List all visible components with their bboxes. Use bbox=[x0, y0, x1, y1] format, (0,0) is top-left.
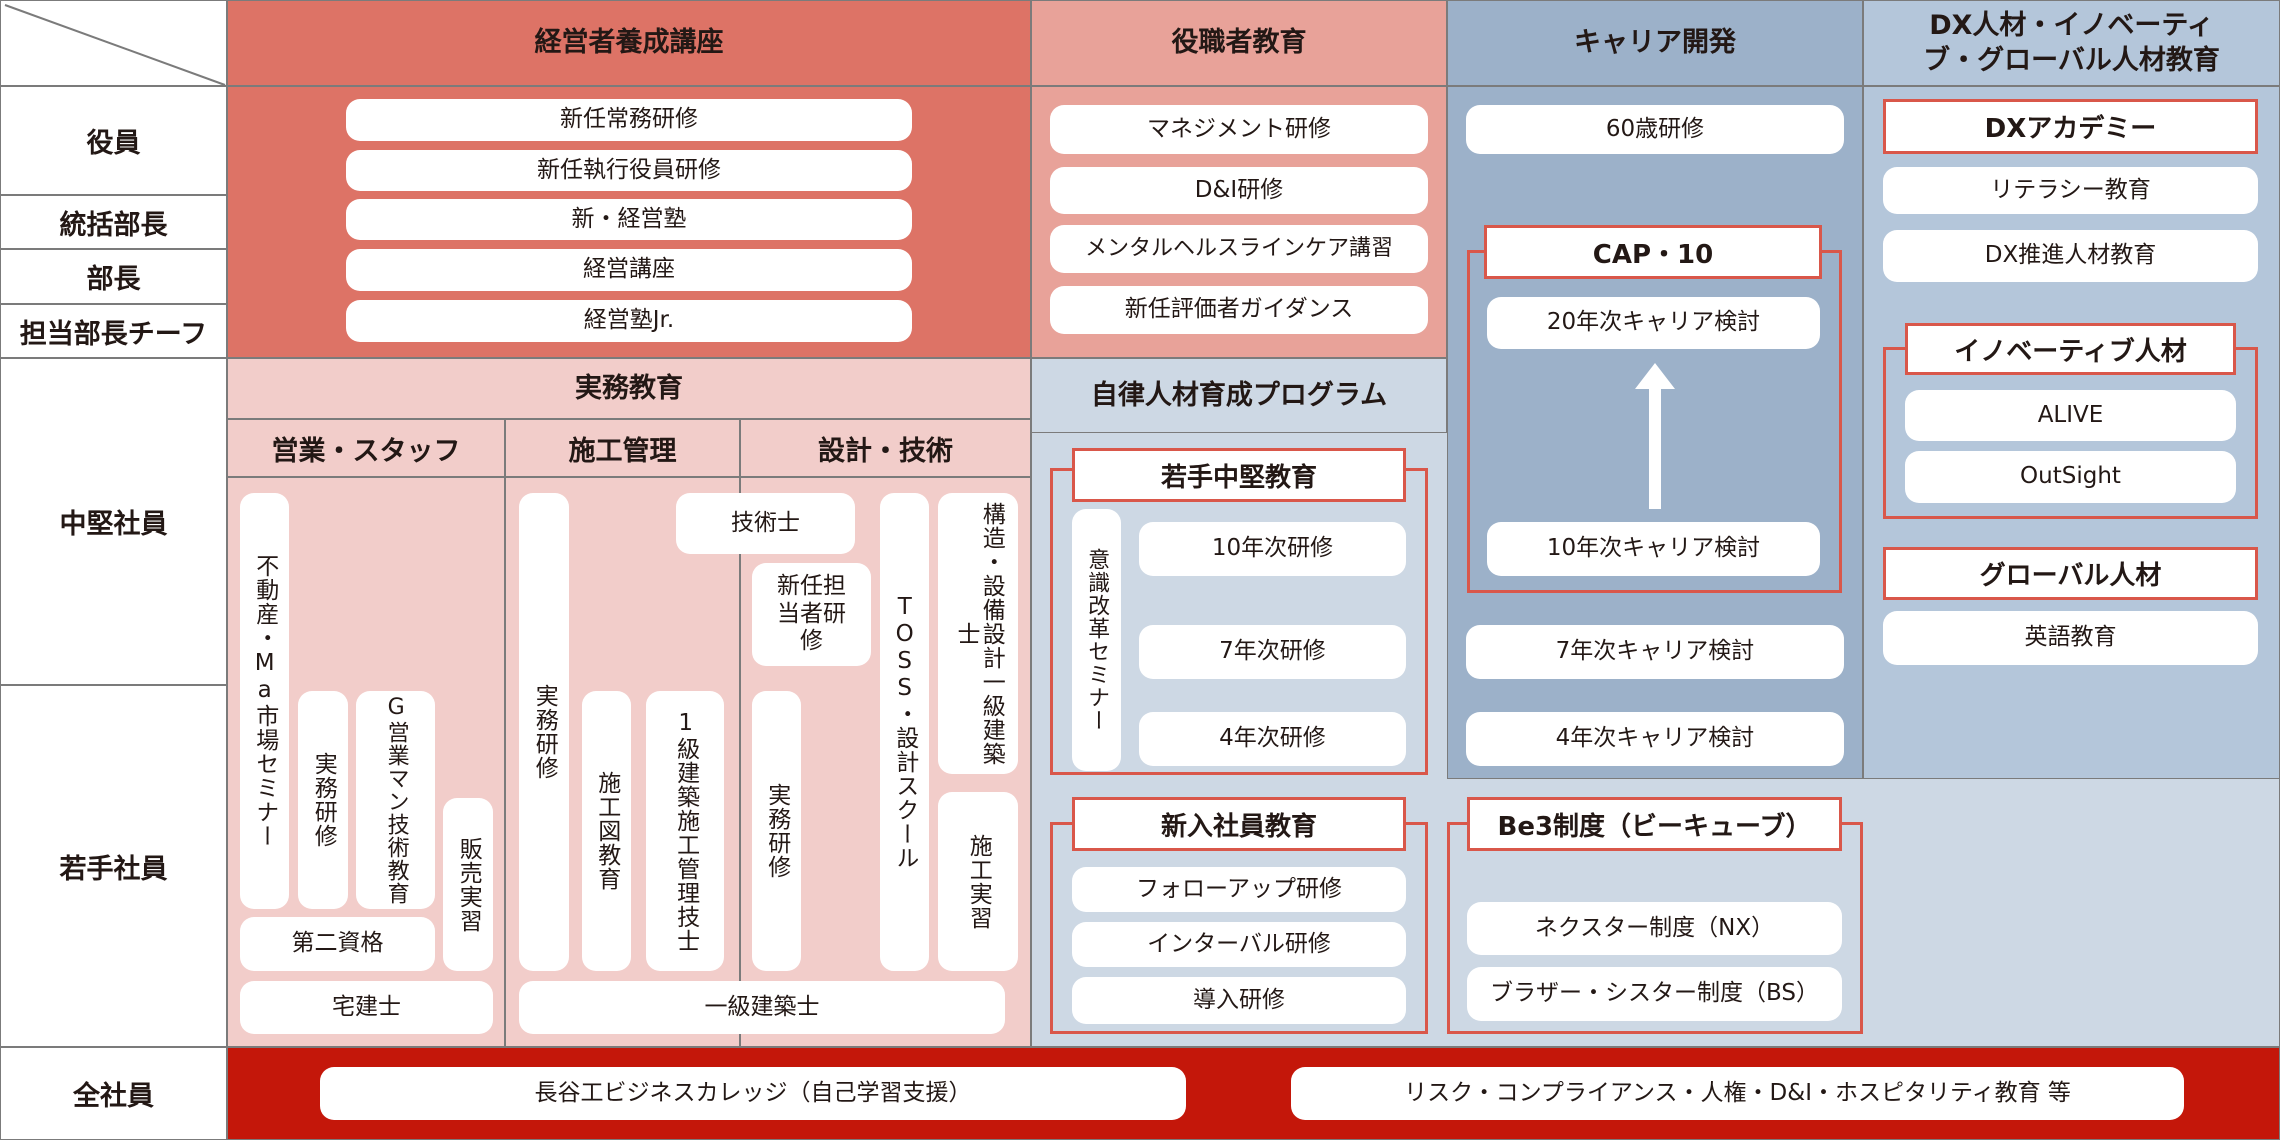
keiei-item[interactable]: 経営講座 bbox=[346, 249, 912, 291]
sekkei-toss[interactable]: TOSS・設計スクール bbox=[880, 493, 929, 971]
diagonal-line bbox=[4, 4, 226, 86]
sekou-1kyu[interactable]: 1級建築施工管理技士 bbox=[646, 691, 724, 971]
sales-takken[interactable]: 宅建士 bbox=[240, 981, 493, 1034]
yakushoku-item[interactable]: マネジメント研修 bbox=[1050, 105, 1428, 154]
up-arrow-icon bbox=[1635, 363, 1675, 509]
business-college[interactable]: 長谷工ビジネスカレッジ（自己学習支援） bbox=[320, 1067, 1186, 1120]
row-zensha: 全社員 bbox=[0, 1047, 227, 1140]
sekou-zu[interactable]: 施工図教育 bbox=[582, 691, 631, 971]
sekkei-shinnin[interactable]: 新任担当者研修 bbox=[752, 563, 871, 666]
yakushoku-header: 役職者教育 bbox=[1031, 0, 1447, 86]
sales-daini[interactable]: 第二資格 bbox=[240, 917, 435, 971]
sekkei-jitsumu[interactable]: 実務研修 bbox=[752, 691, 801, 971]
wakate-title: 若手中堅教育 bbox=[1072, 448, 1406, 502]
keiei-header: 経営者養成講座 bbox=[227, 0, 1031, 86]
compliance-education[interactable]: リスク・コンプライアンス・人権・D&I・ホスピタリティ教育 等 bbox=[1291, 1067, 2184, 1120]
row-tokatsu: 統括部長 bbox=[0, 195, 227, 249]
career-4[interactable]: 4年次キャリア検討 bbox=[1466, 712, 1844, 766]
dx-outsight[interactable]: OutSight bbox=[1905, 451, 2236, 503]
dx-promo[interactable]: DX推進人材教育 bbox=[1883, 230, 2258, 282]
row-wakate: 若手社員 bbox=[0, 685, 227, 1047]
dx-header: DX人材・イノベーティブ・グローバル人材教育 bbox=[1863, 0, 2280, 86]
sekkei-gijutsushi[interactable]: 技術士 bbox=[676, 493, 855, 554]
row-tanto: 担当部長チーフ bbox=[0, 304, 227, 358]
sekou-body bbox=[505, 477, 740, 1047]
career-60[interactable]: 60歳研修 bbox=[1466, 105, 1844, 154]
innov-title: イノベーティブ人材 bbox=[1905, 323, 2236, 375]
yakushoku-item[interactable]: D&I研修 bbox=[1050, 167, 1428, 214]
yakushoku-item[interactable]: 新任評価者ガイダンス bbox=[1050, 286, 1428, 334]
keiei-item[interactable]: 経営塾Jr. bbox=[346, 300, 912, 342]
sub-sales: 営業・スタッフ bbox=[227, 419, 505, 477]
follow-up[interactable]: フォローアップ研修 bbox=[1072, 867, 1406, 912]
row-yakuin: 役員 bbox=[0, 86, 227, 195]
jitsumu-header: 実務教育 bbox=[227, 358, 1031, 419]
row-bucho: 部長 bbox=[0, 249, 227, 304]
be3-bs[interactable]: ブラザー・シスター制度（BS） bbox=[1467, 967, 1842, 1021]
keiei-body bbox=[227, 86, 1031, 358]
jiritsu-4[interactable]: 4年次研修 bbox=[1139, 712, 1406, 766]
sekou-ikkyu[interactable]: 一級建築士 bbox=[519, 981, 1005, 1034]
career-header: キャリア開発 bbox=[1447, 0, 1863, 86]
be3-nx[interactable]: ネクスター制度（NX） bbox=[1467, 902, 1842, 955]
ishiki-seminar[interactable]: 意識改革セミナー bbox=[1072, 509, 1121, 771]
dx-alive[interactable]: ALIVE bbox=[1905, 390, 2236, 441]
keiei-item[interactable]: 新任執行役員研修 bbox=[346, 150, 912, 191]
keiei-item[interactable]: 新任常務研修 bbox=[346, 99, 912, 141]
sekkei-body bbox=[740, 477, 1031, 1047]
cap10-title: CAP・10 bbox=[1484, 225, 1822, 279]
sekkei-jisshu[interactable]: 施工実習 bbox=[938, 792, 1018, 971]
career-7[interactable]: 7年次キャリア検討 bbox=[1466, 625, 1844, 679]
sekkei-kozo[interactable]: 構造・設備設計一級建築士 bbox=[938, 493, 1018, 774]
career-10[interactable]: 10年次キャリア検討 bbox=[1487, 522, 1820, 576]
dx-english[interactable]: 英語教育 bbox=[1883, 611, 2258, 665]
shinnyu-title: 新入社員教育 bbox=[1072, 797, 1406, 851]
sales-jitsumu[interactable]: 実務研修 bbox=[298, 691, 348, 909]
career-20[interactable]: 20年次キャリア検討 bbox=[1487, 297, 1820, 349]
dx-literacy[interactable]: リテラシー教育 bbox=[1883, 167, 2258, 214]
row-chuken: 中堅社員 bbox=[0, 358, 227, 685]
global-title: グローバル人材 bbox=[1883, 547, 2258, 600]
sub-sekou: 施工管理 bbox=[505, 419, 740, 477]
be3-title: Be3制度（ビーキューブ） bbox=[1467, 797, 1842, 851]
sub-sekkei: 設計・技術 bbox=[740, 419, 1031, 477]
jiritsu-10[interactable]: 10年次研修 bbox=[1139, 522, 1406, 576]
career-body bbox=[1447, 86, 1863, 779]
jiritsu-7[interactable]: 7年次研修 bbox=[1139, 625, 1406, 679]
corner-cell bbox=[0, 0, 227, 86]
donyu[interactable]: 導入研修 bbox=[1072, 977, 1406, 1024]
sales-fudosan[interactable]: 不動産・Ma市場セミナー bbox=[240, 493, 289, 909]
sales-g[interactable]: G営業マン技術教育 bbox=[356, 691, 435, 909]
yakushoku-item[interactable]: メンタルヘルスラインケア講習 bbox=[1050, 225, 1428, 273]
yakushoku-body bbox=[1031, 86, 1447, 358]
jiritsu-header: 自律人材育成プログラム bbox=[1031, 358, 1447, 433]
sekou-jitsumu[interactable]: 実務研修 bbox=[519, 493, 569, 971]
dx-academy-title: DXアカデミー bbox=[1883, 99, 2258, 154]
interval[interactable]: インターバル研修 bbox=[1072, 922, 1406, 967]
keiei-item[interactable]: 新・経営塾 bbox=[346, 199, 912, 240]
sales-body bbox=[227, 477, 505, 1047]
sales-hanbai[interactable]: 販売実習 bbox=[443, 798, 493, 971]
